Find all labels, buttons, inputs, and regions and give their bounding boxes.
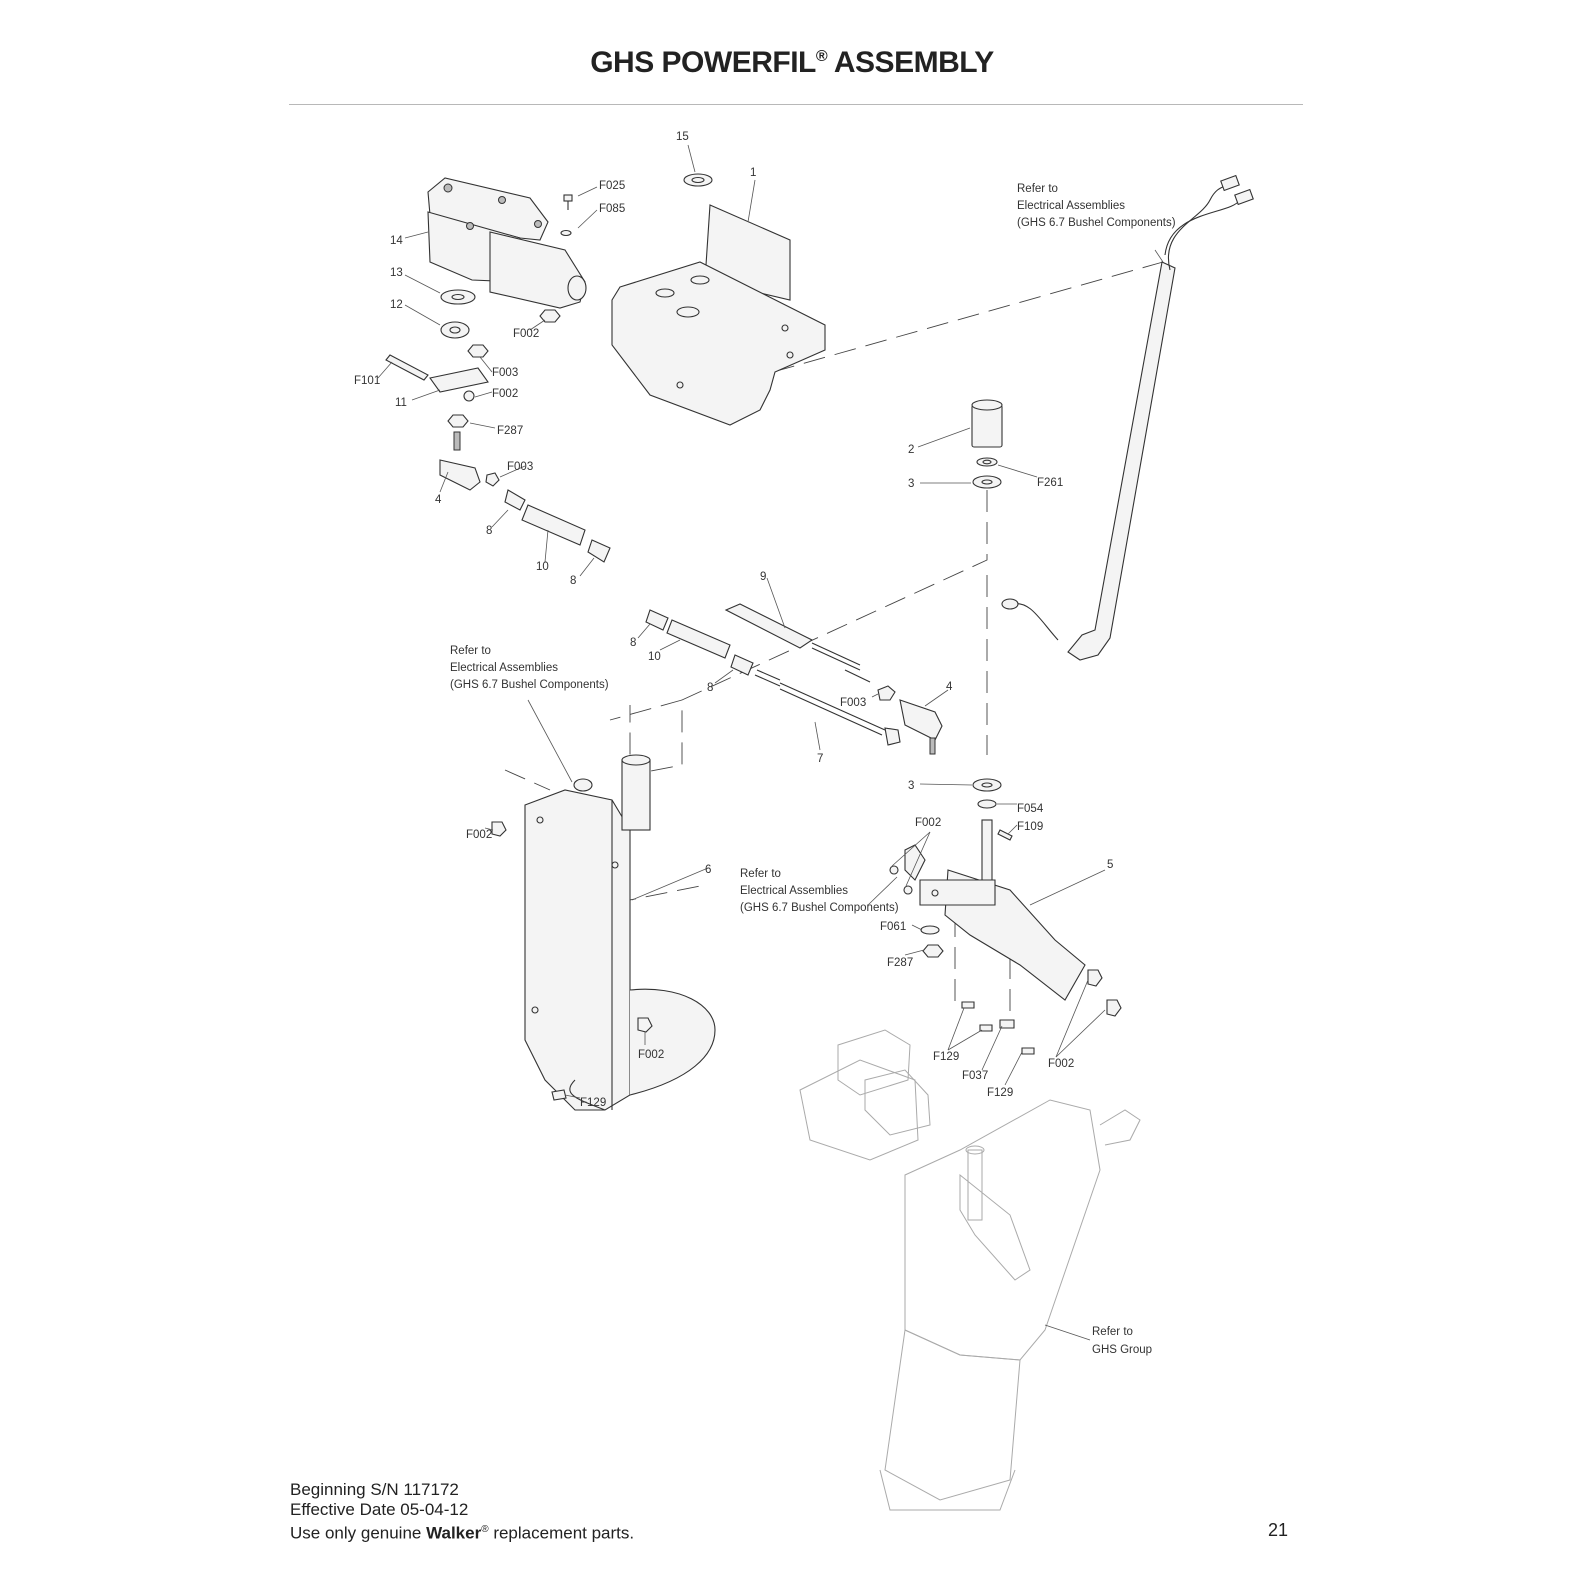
page-number: 21 bbox=[1268, 1520, 1289, 1540]
callout-9: 9 bbox=[760, 571, 766, 583]
ref-note-ghs-group: Refer to GHS Group bbox=[1092, 1326, 1152, 1356]
title-divider bbox=[289, 104, 1303, 105]
serial-number-line: Beginning S/N 117172 bbox=[290, 1480, 459, 1499]
effective-date-line: Effective Date 05-04-12 bbox=[290, 1500, 469, 1519]
gear-motor-part-14 bbox=[427, 177, 587, 309]
callout-2: 2 bbox=[908, 444, 914, 456]
callout-10-b: 10 bbox=[648, 651, 661, 663]
callout-F002-a: F002 bbox=[513, 328, 539, 340]
callout-F129-a: F129 bbox=[933, 1051, 959, 1063]
ref-note-middle: Refer to Electrical Assemblies (GHS 6.7 … bbox=[740, 868, 899, 914]
callout-3-b: 3 bbox=[908, 780, 914, 792]
callout-8-c: 8 bbox=[630, 637, 636, 649]
page-title: GHS POWERFIL® ASSEMBLY bbox=[590, 46, 994, 79]
callout-F109: F109 bbox=[1017, 821, 1043, 833]
page-footer: Beginning S/N 117172 Effective Date 05-0… bbox=[290, 1480, 634, 1544]
callout-F129-b: F129 bbox=[987, 1087, 1013, 1099]
callout-4-b: 4 bbox=[946, 681, 953, 693]
callout-F061: F061 bbox=[880, 921, 906, 933]
callout-F002-f: F002 bbox=[1048, 1058, 1074, 1070]
callout-F002-c: F002 bbox=[915, 817, 941, 829]
upper-hardware-group bbox=[385, 194, 573, 428]
callout-F025: F025 bbox=[599, 180, 625, 192]
callout-6: 6 bbox=[705, 864, 711, 876]
ref-note-top: Refer to Electrical Assemblies (GHS 6.7 … bbox=[1017, 183, 1176, 229]
callout-F003-b: F003 bbox=[507, 461, 533, 473]
callout-8-a: 8 bbox=[486, 525, 492, 537]
callout-F287-b: F287 bbox=[887, 957, 913, 969]
genuine-parts-line: Use only genuine Walker® replacement par… bbox=[290, 1523, 635, 1543]
callout-8-b: 8 bbox=[570, 575, 576, 587]
callout-5: 5 bbox=[1107, 859, 1113, 871]
callout-8-d: 8 bbox=[707, 682, 713, 694]
callout-F002-b: F002 bbox=[492, 388, 518, 400]
callout-4-a: 4 bbox=[435, 494, 442, 506]
callout-15: 15 bbox=[676, 131, 689, 143]
link-rod-middle-group bbox=[645, 603, 943, 755]
callout-7: 7 bbox=[817, 753, 823, 765]
part-callout-labels: 15 1 F025 F085 14 13 12 F002 F003 F101 1… bbox=[354, 131, 1113, 1109]
callout-3-a: 3 bbox=[908, 478, 914, 490]
callout-10-a: 10 bbox=[536, 561, 549, 573]
callout-F287-a: F287 bbox=[497, 425, 523, 437]
callout-F003-c: F003 bbox=[840, 697, 866, 709]
callout-F261: F261 bbox=[1037, 477, 1063, 489]
pivot-housing-part-6 bbox=[491, 754, 716, 1111]
rod-end-upper-group bbox=[439, 431, 611, 563]
grommet-part-15 bbox=[683, 173, 713, 187]
callout-F129-c: F129 bbox=[580, 1097, 606, 1109]
motor-bracket-part-1 bbox=[611, 204, 826, 426]
callout-14: 14 bbox=[390, 235, 403, 247]
ref-note-left: Refer to Electrical Assemblies (GHS 6.7 … bbox=[450, 645, 609, 691]
callout-11: 11 bbox=[395, 397, 407, 409]
ghs-group-ghost-assembly bbox=[799, 1029, 1141, 1511]
wire-harness-right bbox=[1001, 174, 1254, 661]
callout-12: 12 bbox=[390, 299, 403, 311]
leader-lines bbox=[377, 144, 1164, 1341]
callout-1: 1 bbox=[750, 167, 756, 179]
callout-F101: F101 bbox=[354, 375, 380, 387]
callout-F002-e: F002 bbox=[638, 1049, 664, 1061]
brand-name: Walker bbox=[426, 1523, 482, 1543]
callout-F003-a: F003 bbox=[492, 367, 518, 379]
upper-spindle-stack bbox=[971, 399, 1003, 489]
callout-13: 13 bbox=[390, 267, 403, 279]
reference-notes: Refer to Electrical Assemblies (GHS 6.7 … bbox=[450, 183, 1176, 1356]
callout-F085: F085 bbox=[599, 203, 625, 215]
callout-F037: F037 bbox=[962, 1070, 988, 1082]
callout-F054: F054 bbox=[1017, 803, 1044, 815]
callout-F002-d: F002 bbox=[466, 829, 492, 841]
deflector-bracket-part-5 bbox=[889, 819, 1122, 1055]
